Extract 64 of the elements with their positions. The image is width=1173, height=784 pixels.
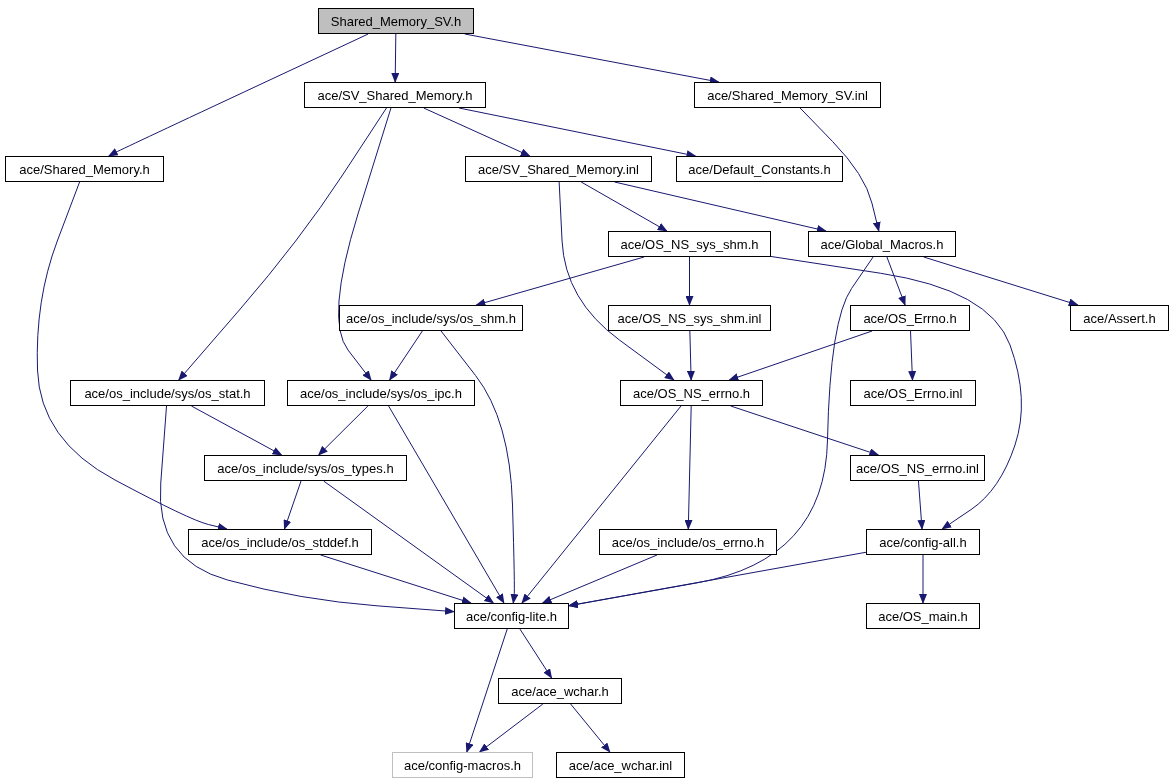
dependency-arrow [580, 181, 668, 232]
file-box: ace/OS_NS_errno.h [620, 380, 763, 406]
dependency-arrow [684, 405, 693, 530]
dependency-arrow [558, 181, 675, 381]
file-box: ace/OS_NS_sys_shm.h [608, 231, 771, 257]
dependency-arrow [465, 628, 508, 753]
dependency-arrow [178, 107, 387, 381]
dependency-arrow [475, 256, 645, 307]
dependency-arrow [389, 330, 423, 381]
file-box: ace/os_include/os_stddef.h [188, 529, 372, 555]
file-box: ace/SV_Shared_Memory.h [304, 82, 486, 108]
dependency-arrow [320, 554, 472, 605]
dependency-arrow [728, 330, 873, 381]
dependency-arrow [686, 330, 695, 381]
dependency-arrow [107, 33, 369, 157]
dependency-arrow [685, 256, 694, 306]
dependency-arrow [923, 256, 1079, 307]
dependency-arrow [159, 405, 455, 615]
dependency-arrow [730, 405, 880, 456]
file-box: ace/os_include/os_errno.h [599, 529, 777, 555]
dependency-arrow [190, 405, 283, 456]
file-box: ace/Shared_Memory_SV.inl [694, 82, 881, 108]
dependency-arrow [478, 703, 544, 753]
dependency-arrow [917, 480, 926, 530]
dependency-arrow [338, 107, 392, 381]
file-box: ace/os_include/sys/os_types.h [204, 455, 407, 481]
file-box: ace/ace_wchar.inl [556, 752, 685, 778]
dependency-arrow [886, 256, 906, 306]
dependency-arrow [283, 480, 302, 530]
dependency-arrow [391, 33, 400, 83]
dependency-arrow [614, 181, 827, 233]
dependency-arrow [440, 330, 519, 604]
dependency-arrow [919, 554, 927, 604]
dependency-arrow [541, 554, 658, 604]
file-box: ace/os_include/sys/os_ipc.h [287, 380, 475, 406]
file-box: ace/Shared_Memory.h [5, 156, 164, 182]
dependency-arrow [423, 107, 531, 157]
dependency-arrow [770, 256, 1022, 530]
dependency-arrow [568, 551, 867, 608]
dependency-arrow [323, 480, 495, 604]
file-box: Shared_Memory_SV.h [318, 8, 474, 34]
file-box: ace/config-all.h [866, 529, 980, 555]
dependency-arrow [36, 181, 228, 531]
dependency-arrow [570, 703, 611, 753]
file-box: ace/OS_NS_sys_shm.inl [608, 305, 771, 331]
file-box: ace/OS_Errno.h [850, 305, 970, 331]
file-box: ace/Assert.h [1070, 305, 1169, 331]
dependency-arrow [799, 107, 881, 232]
dependency-arrow [317, 405, 369, 456]
file-box: ace/Default_Constants.h [676, 156, 843, 182]
file-box: ace/config-macros.h [392, 752, 533, 778]
dependency-arrow [908, 330, 917, 381]
file-box: ace/os_include/sys/os_shm.h [339, 305, 523, 331]
file-box: ace/OS_Errno.inl [850, 380, 976, 406]
file-box: ace/ace_wchar.h [498, 678, 622, 704]
dependency-arrow [519, 628, 553, 679]
dependency-arrow [388, 405, 505, 604]
file-box: ace/os_include/sys/os_stat.h [70, 380, 265, 406]
file-box: ace/OS_main.h [866, 603, 980, 629]
file-box: ace/SV_Shared_Memory.inl [465, 156, 652, 182]
file-box: ace/Global_Macros.h [808, 231, 956, 257]
dependency-arrow [521, 405, 682, 604]
file-box: ace/config-lite.h [454, 603, 569, 629]
file-box: ace/OS_NS_errno.inl [850, 455, 985, 481]
